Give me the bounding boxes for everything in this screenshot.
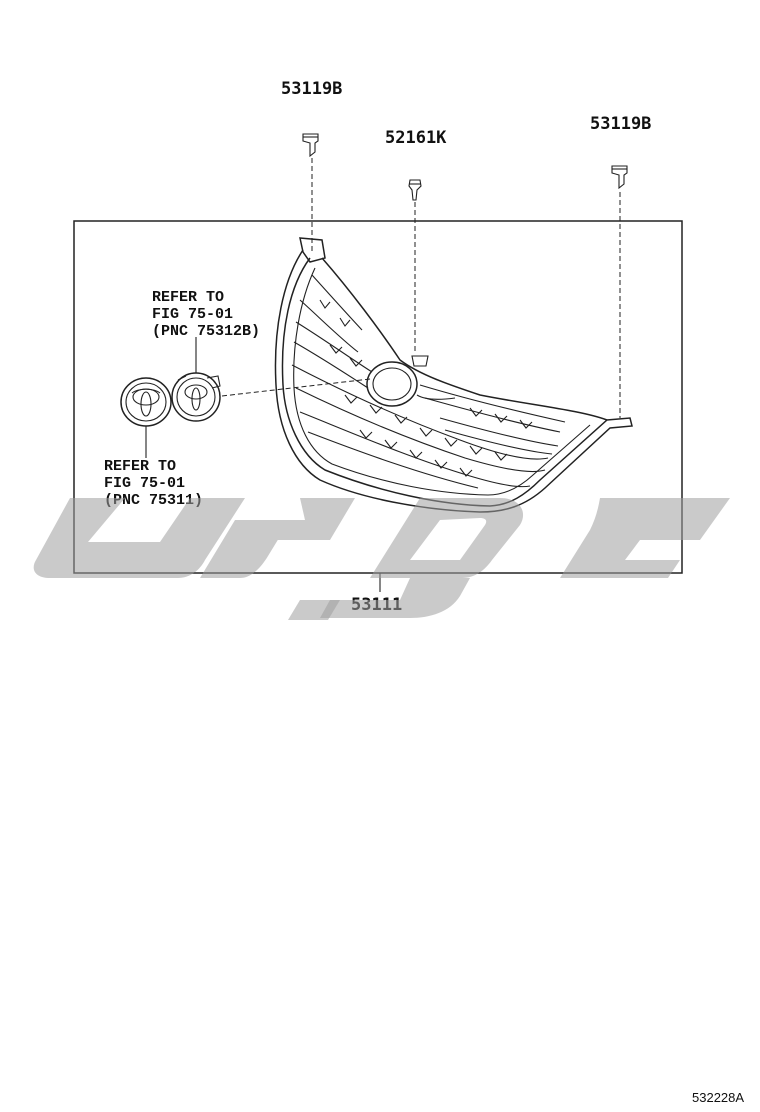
svg-text:REFER TO: REFER TO [152,289,224,306]
emblem-rear-icon [171,372,221,422]
label-clip-right: 53119B [590,114,651,134]
svg-text:FIG 75-01: FIG 75-01 [104,475,185,492]
note-lower: REFER TO FIG 75-01 (PNC 75311) [104,458,203,509]
note-upper: REFER TO FIG 75-01 (PNC 75312B) [152,289,260,340]
label-clip-center: 52161K [385,128,447,148]
svg-text:REFER TO: REFER TO [104,458,176,475]
svg-text:(PNC 75311): (PNC 75311) [104,492,203,509]
emblem-front-icon [120,377,172,427]
figure-id: 532228A [692,1090,744,1105]
clip-left-icon [302,133,319,158]
radiator-grille [274,237,633,513]
svg-text:FIG 75-01: FIG 75-01 [152,306,233,323]
watermark-logo [33,498,730,620]
clip-center-icon [408,179,422,201]
svg-text:(PNC 75312B): (PNC 75312B) [152,323,260,340]
label-clip-left: 53119B [281,79,342,99]
clip-right-icon [611,165,628,190]
